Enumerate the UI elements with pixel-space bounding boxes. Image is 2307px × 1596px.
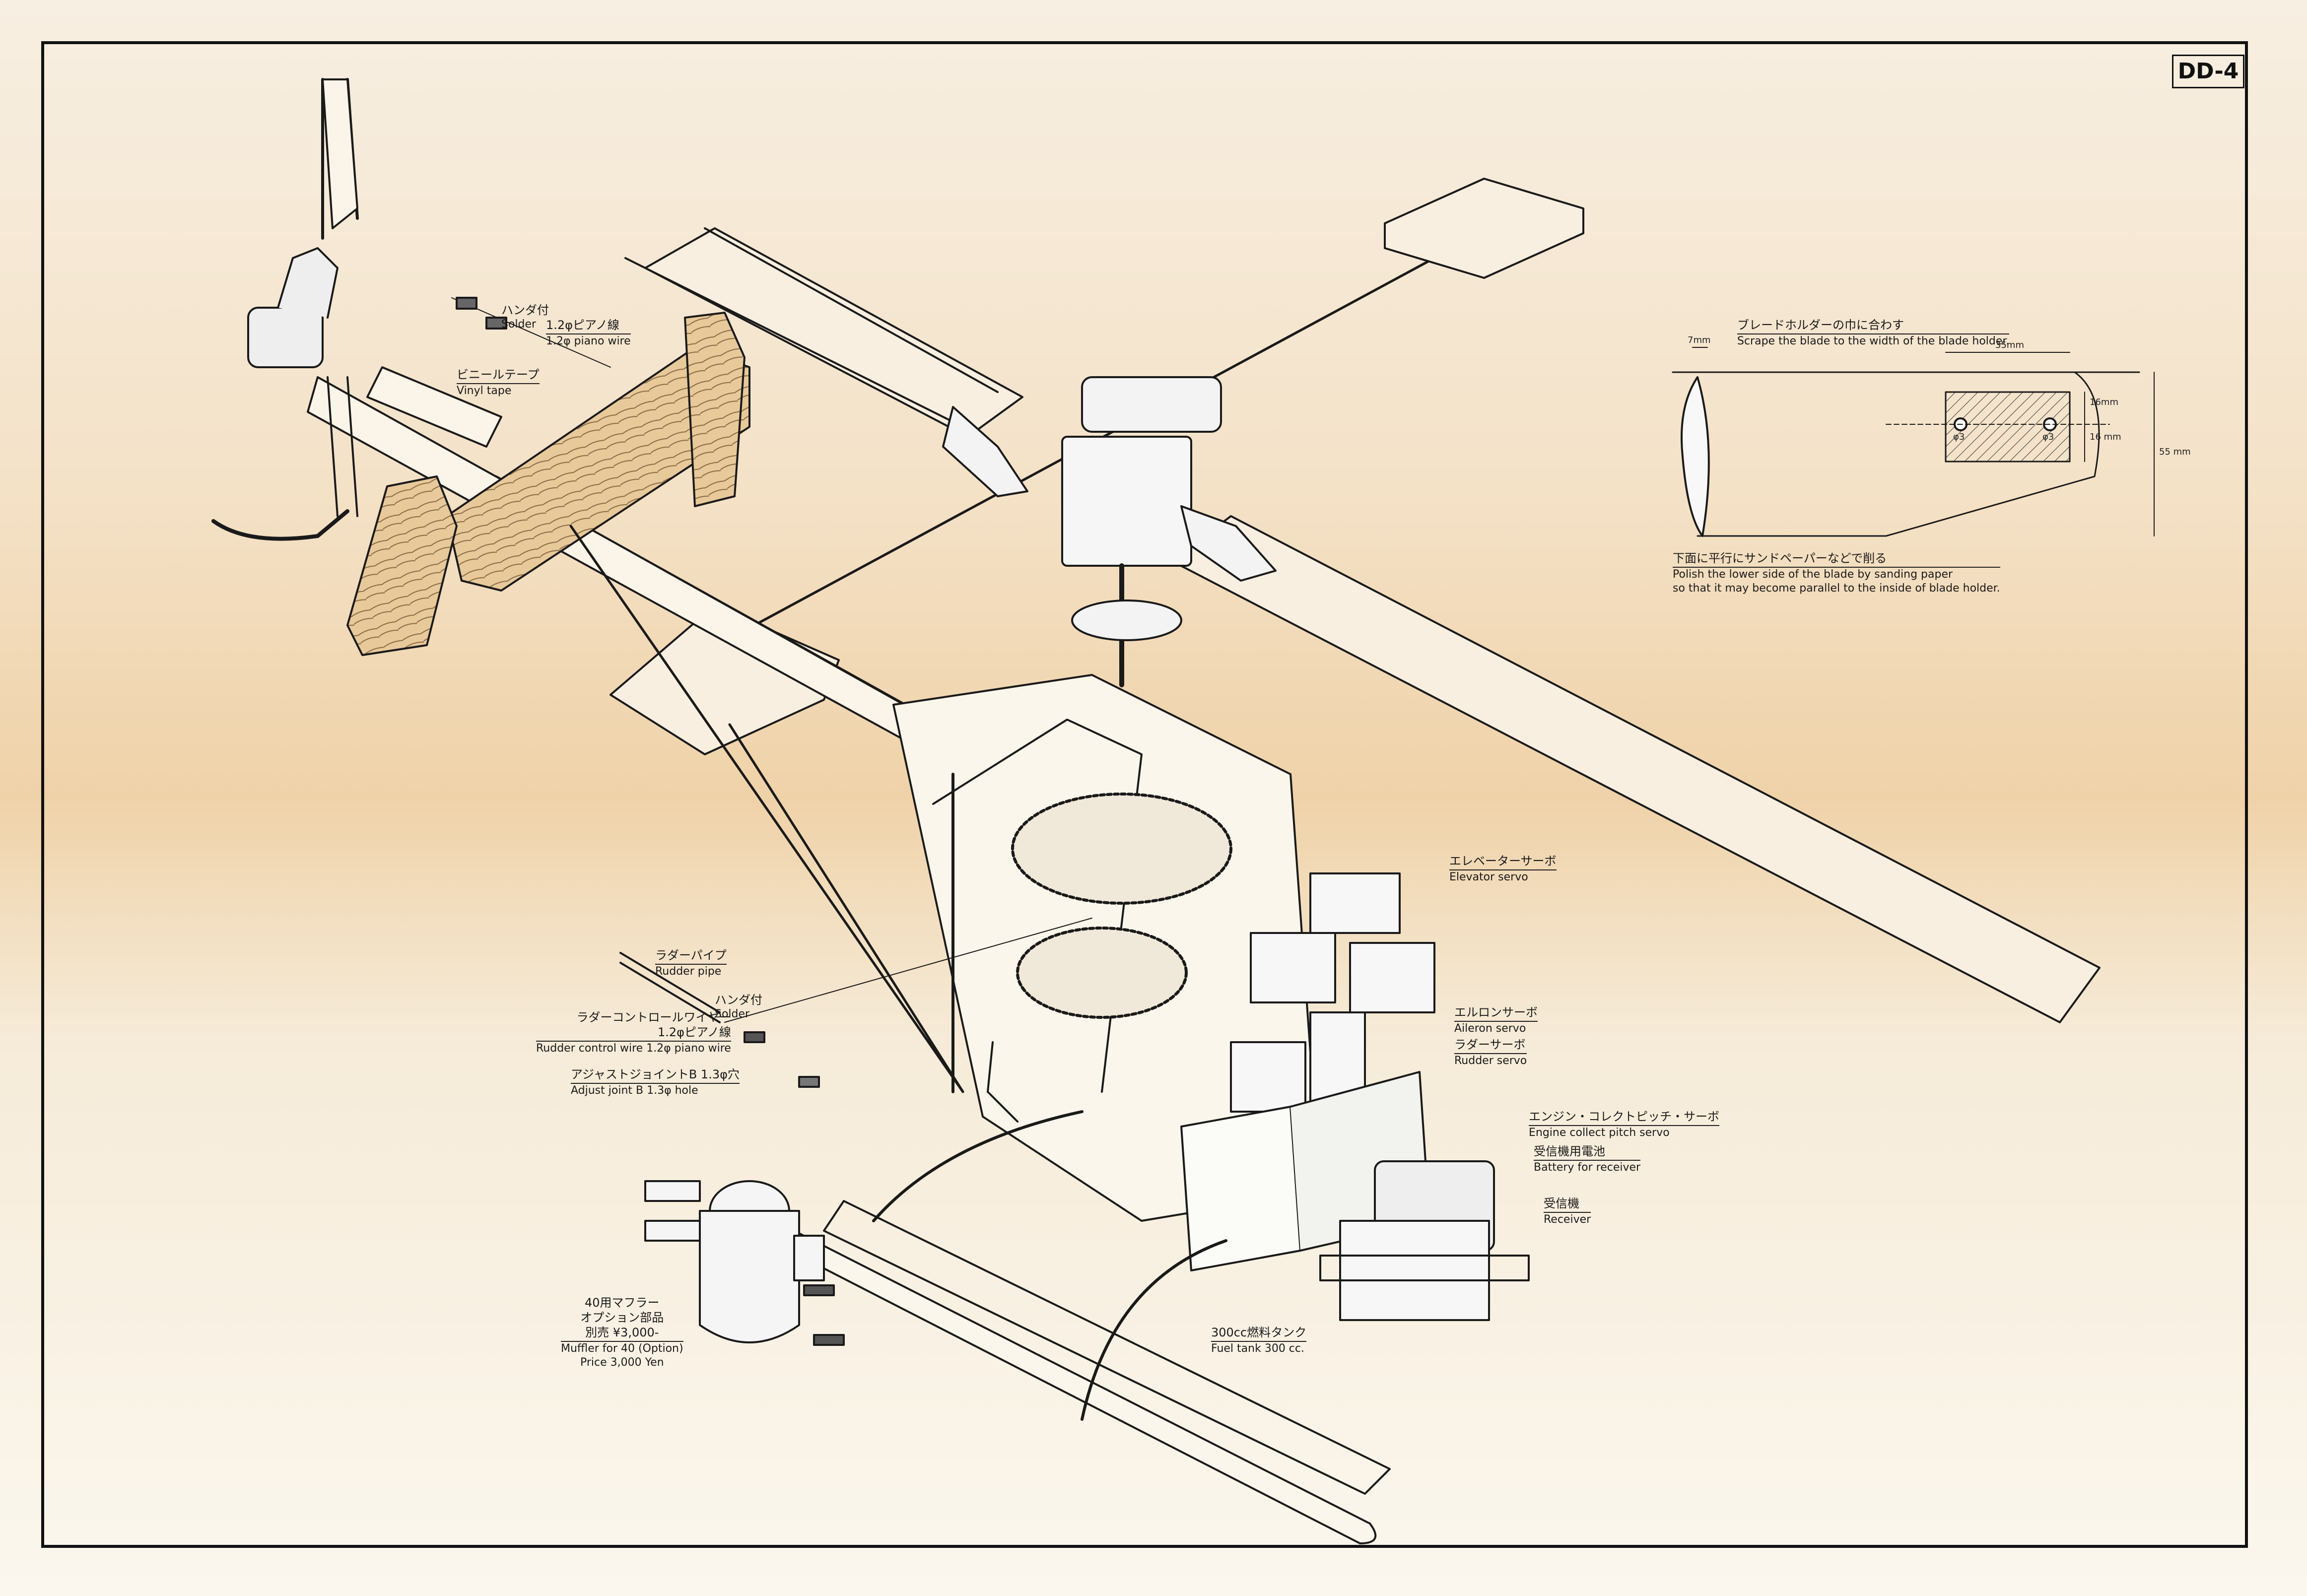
landing-skid-front (788, 1230, 1377, 1544)
main-rotor-blade-upper (644, 227, 1023, 438)
engine-servo (1230, 1041, 1306, 1113)
vertical-fin-upper (684, 312, 746, 507)
receiver-box (1339, 1220, 1490, 1321)
skid-strut-1 (872, 1110, 1084, 1222)
tail-gearbox (247, 307, 324, 368)
dim-7mm: 7mm (1688, 335, 1711, 345)
dim-hole-2: φ3 (2042, 432, 2054, 442)
flybar-paddle-right (1384, 178, 1584, 279)
rotor-head (942, 376, 1277, 687)
blade-section-detail (1672, 347, 2155, 537)
muffler-screw-1 (803, 1284, 835, 1296)
dim-55mm: 55 mm (2159, 447, 2191, 457)
dim-16mm-a: 16mm (2090, 397, 2118, 407)
sheet-border (41, 41, 2248, 1548)
dim-35mm: 35mm (1995, 340, 2024, 350)
main-gear-upper (1011, 793, 1232, 905)
elevator-servo (1309, 872, 1401, 934)
landing-skid-rear (823, 1200, 1391, 1495)
rudder-servo (1309, 1011, 1366, 1103)
aileron-servo-2 (1349, 942, 1435, 1013)
dim-16mm-b: 16 mm (2090, 432, 2121, 442)
fuel-tank (1180, 1106, 1301, 1271)
muffler-screw-2 (813, 1334, 845, 1346)
main-gear-lower (1016, 927, 1188, 1019)
dim-hole-1: φ3 (1953, 432, 1965, 442)
muffler-body (699, 1210, 800, 1343)
aileron-servo (1250, 932, 1336, 1003)
skid-strut-2 (1081, 1239, 1227, 1421)
sheet-id-label: DD-4 (2172, 55, 2244, 88)
label-muffler: 40用マフラーオプション部品別売 ¥3,000-Muffler for 40 (… (561, 1296, 683, 1369)
vertical-fin-lower (346, 475, 458, 656)
